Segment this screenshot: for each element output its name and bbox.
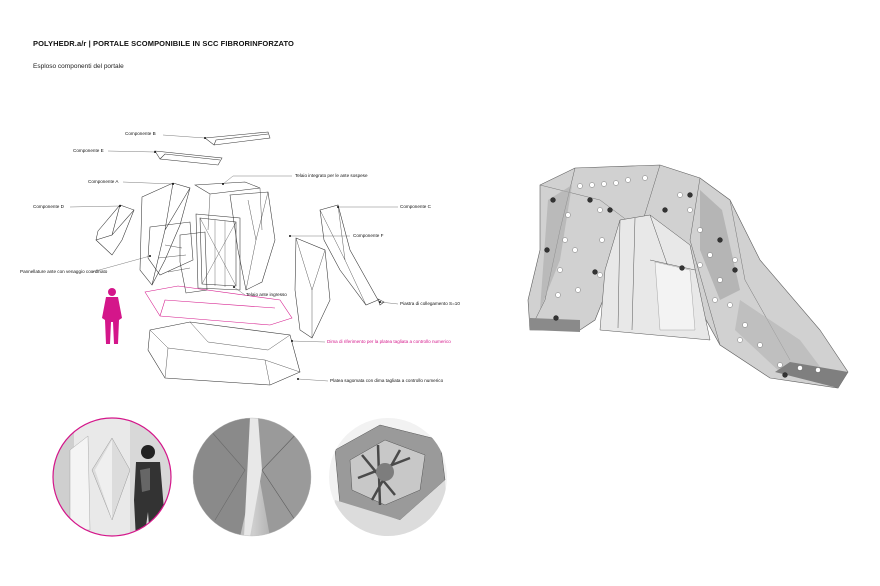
label-componente-e: Componente E (73, 148, 104, 153)
component-b-shape (204, 131, 271, 146)
leader-lines (69, 134, 399, 382)
platea-shape (147, 321, 301, 386)
dima-outline (144, 285, 293, 326)
label-componente-c: Componente C (400, 204, 431, 209)
page-title: POLYHEDR.a/r | PORTALE SCOMPONIBILE IN S… (33, 39, 294, 48)
render-markers (544, 175, 821, 378)
component-d-shape (95, 204, 135, 256)
frame-top (194, 181, 261, 195)
panel-mid (179, 231, 208, 294)
label-componente-d: Componente D (33, 204, 64, 209)
photo-circle-3 (329, 418, 447, 536)
label-componente-b: Componente B (125, 131, 156, 136)
photo-circle-1 (52, 417, 172, 537)
label-piastra: Piastra di collegamento S=10 (400, 301, 460, 306)
panel-left (147, 221, 194, 276)
leader-dots (119, 137, 381, 380)
label-componente-a: Componente A (88, 179, 119, 184)
label-componente-f: Componente F (353, 233, 384, 238)
label-telaio-integrato: Telaio integrato per le ante sospese (295, 173, 368, 178)
exploded-components (95, 131, 385, 386)
photo-circle-2 (192, 417, 312, 537)
page-subtitle: Esploso componenti del portale (33, 63, 124, 70)
label-telaio-ingresso: Telaio ante ingresso (246, 292, 287, 297)
component-e-shape (154, 150, 223, 166)
portal-render (527, 164, 849, 389)
human-silhouette (102, 288, 122, 344)
label-pannellature: Pannellature ante con venaggio coordinat… (20, 269, 108, 274)
component-a-shape (139, 182, 191, 286)
component-c-shape (319, 204, 379, 306)
label-dima: Dima di riferimento per la platea taglia… (327, 339, 451, 344)
label-platea: Platea sagomata con dima tagliata a cont… (330, 378, 444, 383)
entrance-frame (195, 213, 241, 291)
